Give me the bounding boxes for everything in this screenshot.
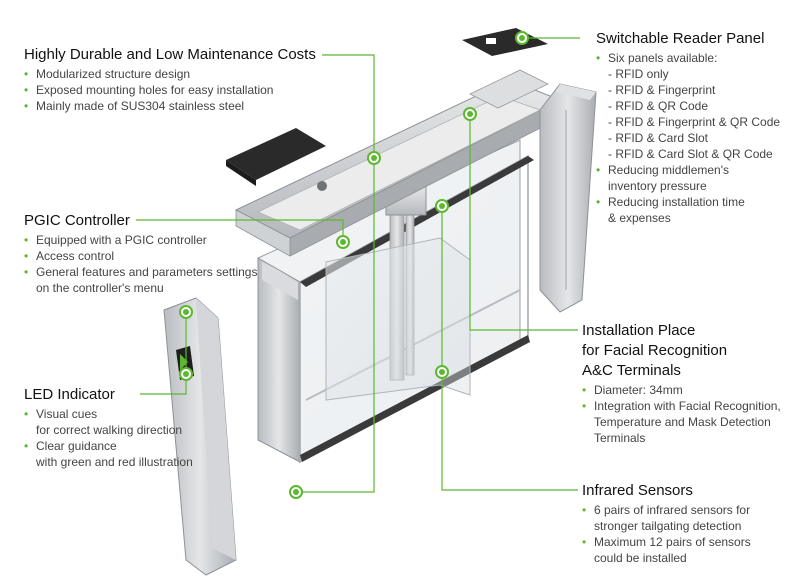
callout-install-item: Temperature and Mask Detection — [594, 415, 771, 429]
callout-led-item: with green and red illustration — [36, 455, 193, 469]
callout-durable-item: Exposed mounting holes for easy installa… — [24, 82, 316, 98]
callout-install-title: A&C Terminals — [582, 362, 681, 379]
callout-install-title: for Facial Recognition — [582, 342, 728, 359]
reader-panel-top — [462, 28, 548, 56]
callout-reader-item: inventory pressure — [608, 179, 707, 193]
callout-infrared-title: Infrared Sensors — [582, 482, 693, 499]
callout-reader-item: Six panels available: — [596, 50, 780, 66]
callout-infrared-item: 6 pairs of infrared sensors for — [582, 502, 751, 518]
callout-reader-item: Reducing installation time — [596, 194, 780, 210]
callout-infrared: Infrared Sensors 6 pairs of infrared sen… — [582, 482, 751, 566]
callout-reader-item: - RFID & Card Slot — [608, 131, 709, 145]
callout-pgic-item: General features and parameters settings — [24, 264, 257, 280]
left-pillar — [163, 297, 237, 576]
callout-pgic-item: on the controller's menu — [36, 281, 164, 295]
leader-lines — [136, 37, 580, 493]
callout-pgic-item: Equipped with a PGIC controller — [24, 232, 257, 248]
callout-led: LED Indicator Visual cues for correct wa… — [24, 386, 193, 470]
callout-install-item: Integration with Facial Recognition, — [582, 398, 781, 414]
callout-infrared-item: could be installed — [594, 551, 687, 565]
callout-install-item: Terminals — [594, 431, 646, 445]
callout-durable-title: Highly Durable and Low Maintenance Costs — [24, 46, 316, 63]
callout-led-title: LED Indicator — [24, 386, 115, 403]
callout-led-item: Visual cues — [24, 406, 193, 422]
callout-install-title: Installation Place — [582, 322, 696, 339]
callout-infrared-item: stronger tailgating detection — [594, 519, 742, 533]
callout-durable-item: Mainly made of SUS304 stainless steel — [24, 98, 316, 114]
callout-led-item: for correct walking direction — [36, 423, 183, 437]
reader-panel-left — [226, 128, 326, 186]
callout-pgic: PGIC Controller Equipped with a PGIC con… — [24, 212, 257, 296]
callout-led-item: Clear guidance — [24, 438, 193, 454]
callout-reader-item: - RFID & QR Code — [608, 99, 709, 113]
callout-install: Installation Place for Facial Recognitio… — [582, 322, 781, 446]
callout-reader-item: - RFID only — [608, 67, 669, 81]
callout-durable-item: Modularized structure design — [24, 66, 316, 82]
right-pillar — [539, 83, 597, 313]
callout-pgic-item: Access control — [24, 248, 257, 264]
callout-reader-item: - RFID & Fingerprint & QR Code — [608, 115, 781, 129]
callout-reader-item: - RFID & Card Slot & QR Code — [608, 147, 773, 161]
callout-pgic-title: PGIC Controller — [24, 212, 130, 229]
callout-reader-title: Switchable Reader Panel — [596, 30, 765, 47]
callout-reader: Switchable Reader Panel Six panels avail… — [596, 30, 780, 226]
callout-dots — [179, 31, 529, 499]
callout-reader-item: Reducing middlemen's — [596, 162, 780, 178]
callout-reader-item: & expenses — [608, 211, 671, 225]
callout-durable: Highly Durable and Low Maintenance Costs… — [24, 46, 316, 114]
callout-infrared-item: Maximum 12 pairs of sensors — [582, 534, 751, 550]
callout-reader-item: - RFID & Fingerprint — [608, 83, 716, 97]
callout-install-item: Diameter: 34mm — [582, 382, 781, 398]
